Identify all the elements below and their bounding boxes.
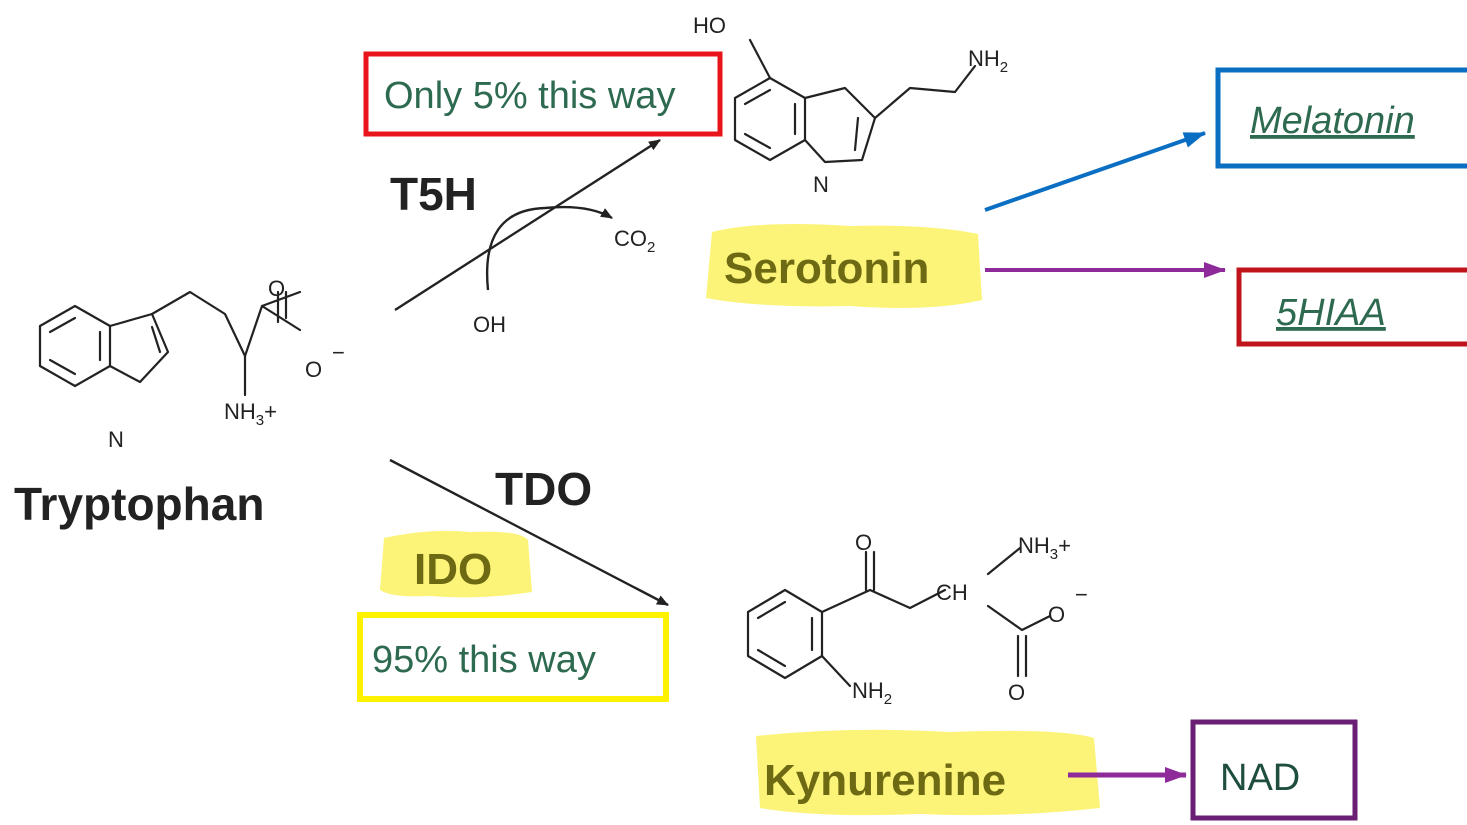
enzyme-t5h: T5H xyxy=(390,168,477,220)
serotonin-label: Serotonin xyxy=(724,244,929,293)
melatonin-label: Melatonin xyxy=(1250,100,1415,142)
kynurenine-o-top: O xyxy=(855,530,872,555)
kynurenine-nh3-label: NH3+ xyxy=(1018,533,1071,563)
enzyme-tdo: TDO xyxy=(495,463,592,515)
tryptophan-o-bottom: O xyxy=(305,357,322,382)
co2-release-arrow xyxy=(485,205,613,291)
highlight-ido xyxy=(380,530,532,598)
serotonin-ho-label: HO xyxy=(693,13,726,38)
nad-label: NAD xyxy=(1220,757,1300,799)
kynurenine-nh2-label: NH2 xyxy=(852,678,892,708)
kynurenine-structure: O CH NH3+ O − O NH2 xyxy=(746,530,1088,708)
only5-box xyxy=(363,51,723,137)
serotonin-nh2-label: NH2 xyxy=(968,46,1008,76)
only5-note: Only 5% this way xyxy=(384,75,675,117)
pct95-note: 95% this way xyxy=(372,639,596,681)
kynurenine-label: Kynurenine xyxy=(764,756,1006,805)
byproduct-co2: CO2 xyxy=(614,226,655,256)
tryptophan-o-charge: − xyxy=(332,340,345,365)
byproduct-oh: OH xyxy=(473,312,506,337)
tryptophan-o-top: O xyxy=(268,276,285,301)
kynurenine-ch-label: CH xyxy=(936,580,968,605)
highlight-kynurenine xyxy=(756,729,1100,816)
hiaa-label: 5HIAA xyxy=(1276,292,1386,334)
serotonin-to-melatonin-arrow xyxy=(984,131,1206,212)
t5h-reaction-arrow xyxy=(394,138,661,312)
pct95-box xyxy=(357,612,669,702)
hiaa-box xyxy=(1236,267,1467,347)
kynurenine-o-right: O xyxy=(1048,602,1065,627)
kynurenine-o-charge: − xyxy=(1075,582,1088,607)
enzyme-ido: IDO xyxy=(414,545,492,594)
tryptophan-label: Tryptophan xyxy=(14,478,264,530)
serotonin-structure: HO N NH2 xyxy=(693,13,1008,197)
kynurenine-o-bottom: O xyxy=(1008,680,1025,705)
melatonin-box xyxy=(1215,67,1467,169)
tdo-reaction-arrow xyxy=(389,458,669,607)
nad-box xyxy=(1190,719,1358,821)
serotonin-n-label: N xyxy=(813,172,829,197)
highlight-serotonin xyxy=(706,224,982,308)
tryptophan-n-label: N xyxy=(108,427,124,452)
tryptophan-nh3-label: NH3+ xyxy=(224,399,277,429)
tryptophan-structure: N O O − NH3+ xyxy=(38,276,345,452)
